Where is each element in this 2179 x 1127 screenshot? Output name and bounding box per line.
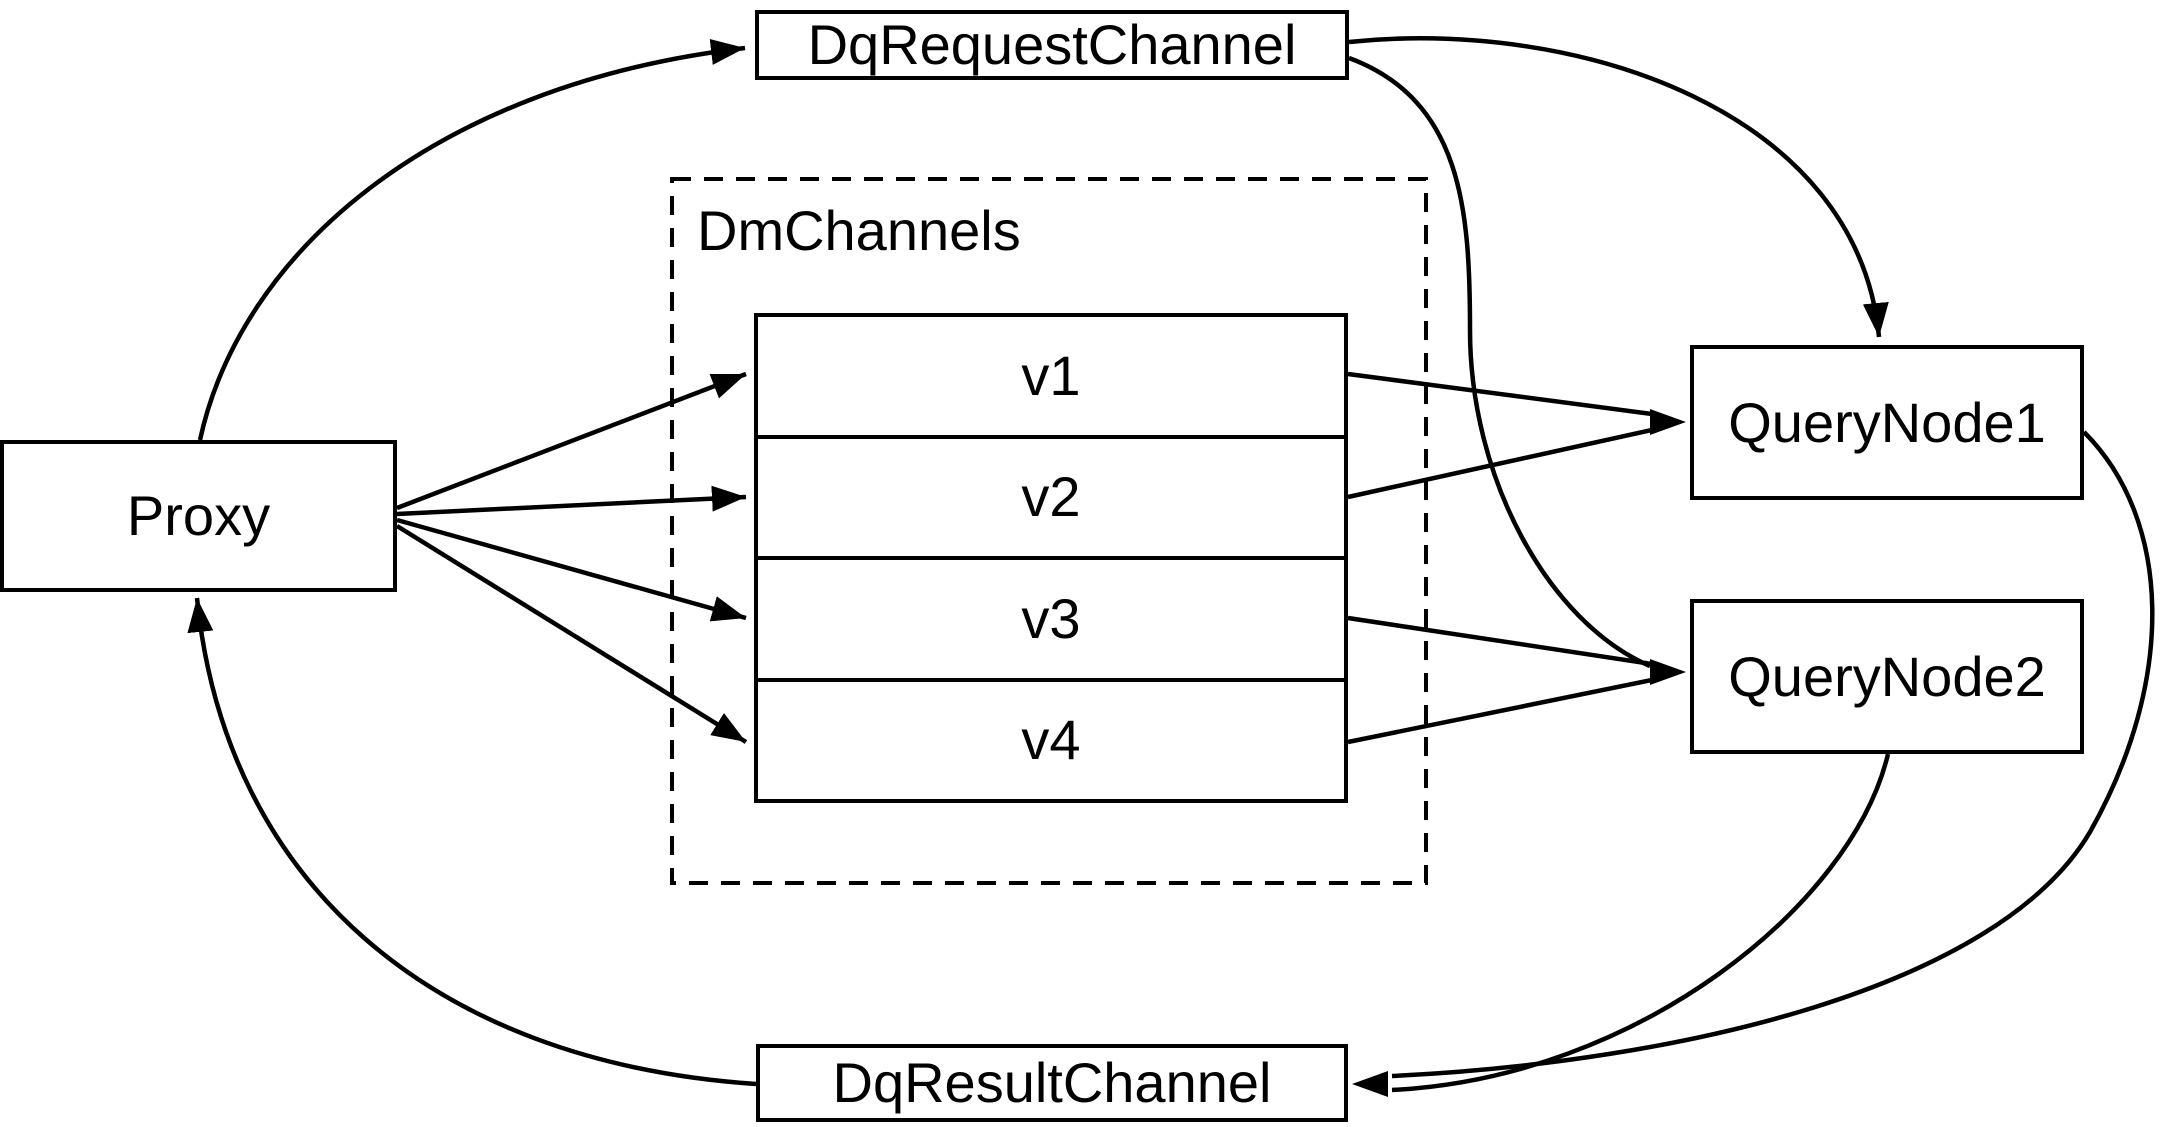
querynode1-arrowhead-icon (1650, 409, 1686, 435)
edge-v3-to-querynode2 (1347, 615, 1653, 667)
edge-proxy-to-v3 (396, 517, 747, 622)
query-node-2-label: QueryNode2 (1728, 644, 2046, 708)
proxy-label: Proxy (126, 484, 271, 547)
edge-querynode1-to-dqresultchannel (1391, 430, 2155, 1079)
dm-channels-group-label: DmChannels (697, 199, 1021, 262)
edge-dqresultchannel-to-proxy (187, 597, 757, 1087)
channel-row-v1: v1 (1021, 343, 1081, 407)
edge-dqrequestchannel-to-querynode2 (1348, 55, 1651, 669)
edge-proxy-to-v4 (395, 524, 748, 744)
node-proxy: Proxy (0, 440, 397, 592)
channel-row-v4: v4 (758, 677, 1344, 800)
edge-dqrequestchannel-to-querynode1 (1348, 36, 1889, 338)
channel-row-v2: v2 (758, 434, 1344, 557)
edge-v1-to-querynode1 (1347, 371, 1653, 417)
node-dq-request-channel: DqRequestChannel (755, 10, 1349, 80)
dm-channels-group-frame (670, 177, 1428, 885)
dq-result-channel-label: DqResultChannel (832, 1051, 1272, 1114)
edge-proxy-to-v1 (396, 371, 747, 511)
dqresultchannel-arrowhead-icon (1352, 1071, 1388, 1097)
dm-channels-table: v1 v2 v3 v4 (754, 313, 1348, 803)
edge-querynode2-to-dqresultchannel (1391, 753, 1891, 1093)
edge-v2-to-querynode1 (1347, 427, 1653, 500)
query-node-1-label: QueryNode1 (1728, 390, 2046, 454)
node-query-node-2: QueryNode2 (1690, 599, 2084, 754)
edge-proxy-to-v2 (396, 485, 747, 517)
node-query-node-1: QueryNode1 (1690, 345, 2084, 500)
channel-row-v3: v3 (758, 556, 1344, 678)
querynode2-arrowhead-icon (1650, 659, 1686, 685)
dq-request-channel-label: DqRequestChannel (807, 13, 1297, 76)
edge-proxy-to-dqrequestchannel (197, 39, 746, 441)
edge-v4-to-querynode2 (1347, 677, 1653, 745)
node-dq-result-channel: DqResultChannel (756, 1044, 1348, 1122)
